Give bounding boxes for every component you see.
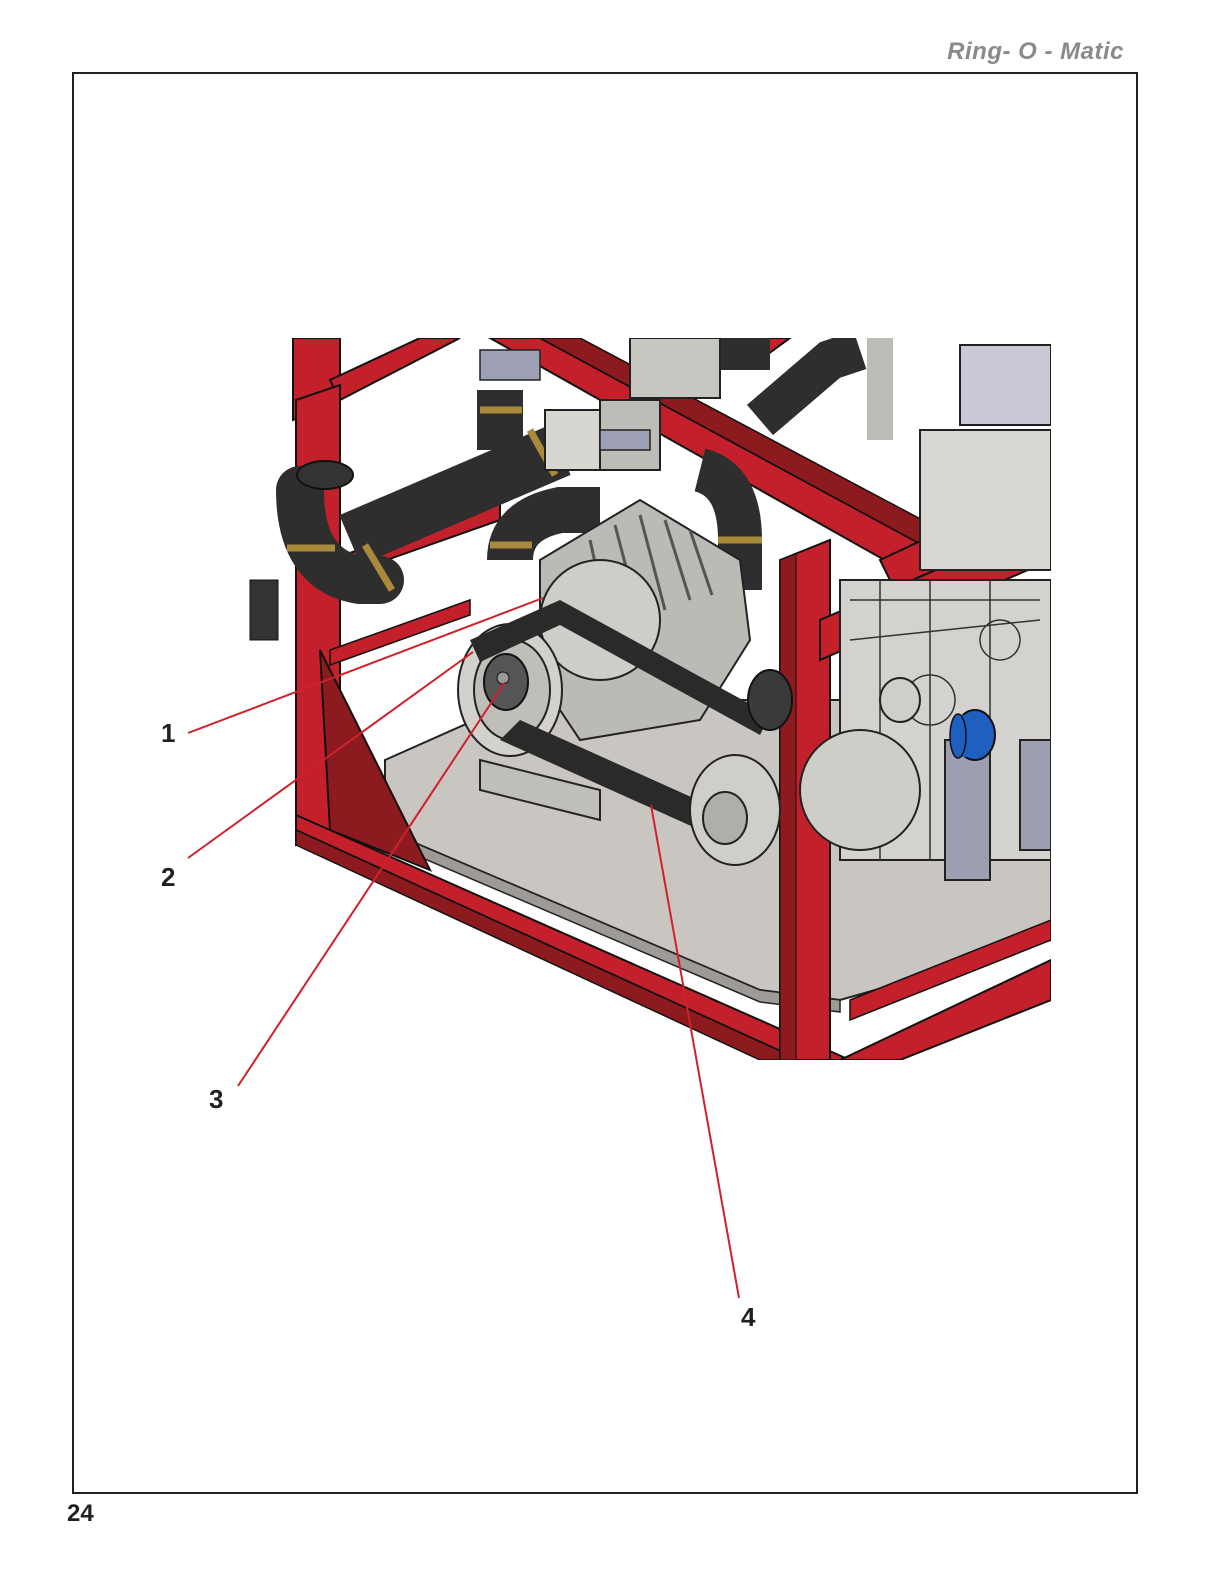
leader-line-1 <box>187 597 544 734</box>
leader-line-4 <box>650 804 740 1299</box>
leader-line-3 <box>237 681 506 1087</box>
callout-2: 2 <box>161 862 176 892</box>
callout-leader-lines <box>187 597 740 1299</box>
callout-1: 1 <box>161 718 176 748</box>
cad-render <box>249 338 1051 1060</box>
leader-line-2 <box>187 651 474 859</box>
page-number: 24 <box>67 1500 94 1527</box>
document-header-title: Ring- O - Matic <box>947 38 1124 65</box>
callout-4: 4 <box>741 1302 756 1332</box>
callout-3: 3 <box>209 1084 224 1114</box>
page-border <box>72 72 1138 1494</box>
